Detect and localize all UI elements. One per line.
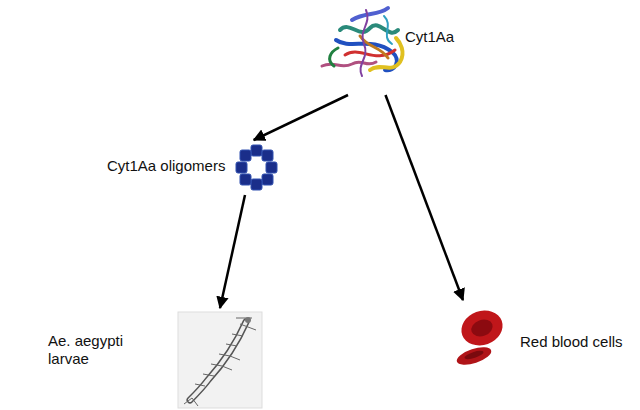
- node-label: Cyt1Aa: [405, 28, 454, 46]
- larvae-node: Ae. aegypti larvae: [40, 308, 265, 408]
- node-label: Cyt1Aa oligomers: [107, 157, 225, 175]
- arrow-connector: [220, 195, 245, 308]
- protein-node: Cyt1Aa: [318, 0, 468, 95]
- larva-picture: [178, 312, 262, 408]
- node-label: Red blood cells: [520, 333, 623, 351]
- arrow-connector: [386, 95, 463, 300]
- oligomer-node: Cyt1Aa oligomers: [105, 140, 280, 195]
- arrow-connector: [254, 95, 348, 140]
- protein-structure: [322, 8, 403, 76]
- node-label: Ae. aegypti larvae: [48, 332, 148, 368]
- red-blood-cells: [455, 305, 508, 368]
- cell-node: Red blood cells: [450, 300, 635, 370]
- oligomer-ring: [236, 145, 277, 190]
